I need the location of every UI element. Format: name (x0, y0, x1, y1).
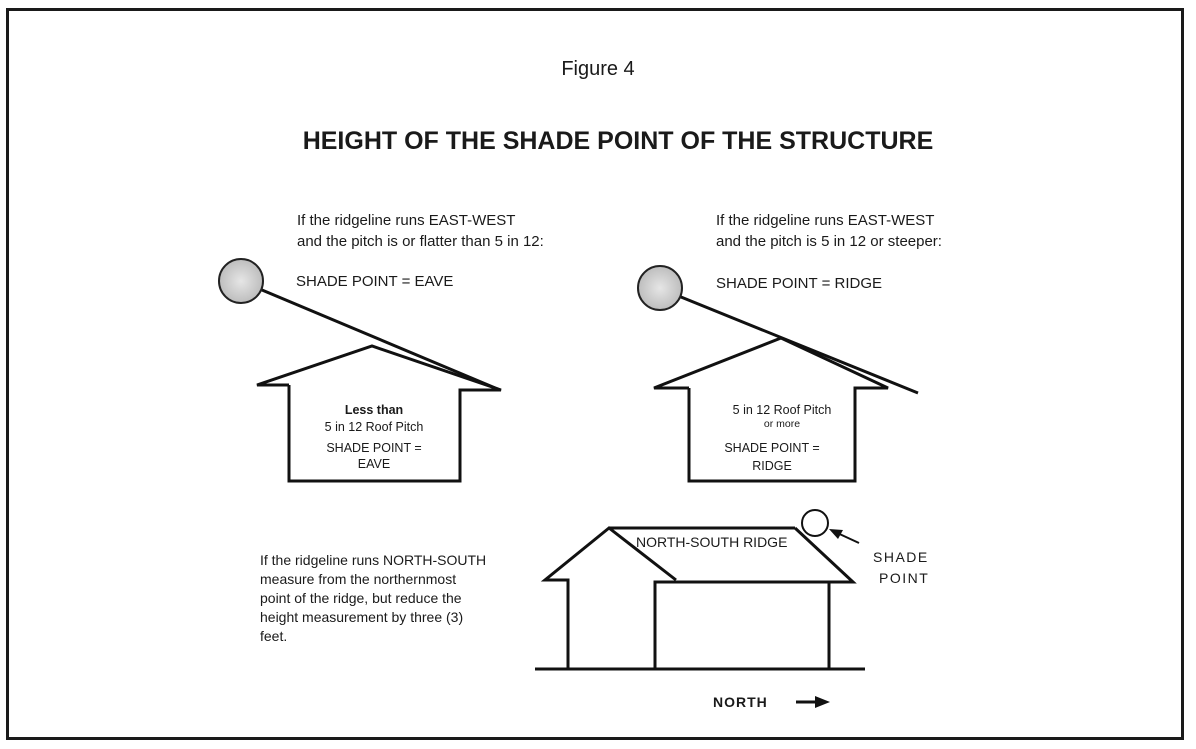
left-house-text-line2: 5 in 12 Roof Pitch (324, 420, 424, 434)
ns-instruction-line5: feet. (260, 628, 288, 644)
left-condition-line1: If the ridgeline runs EAST-WEST (297, 212, 516, 229)
sun-ray-left (261, 288, 501, 392)
shade-point-label-line2: POINT (879, 570, 930, 586)
ns-instruction-line3: point of the ridge, but reduce the (260, 590, 462, 606)
ns-house-right-section (653, 580, 831, 671)
ns-house-right-roof (793, 526, 857, 584)
ns-instruction-line1: If the ridgeline runs NORTH-SOUTH (260, 552, 487, 568)
ns-instruction-line2: measure from the northernmost (260, 571, 457, 587)
ns-instruction-line4: height measurement by three (3) (260, 609, 464, 625)
figure-label: Figure 4 (561, 58, 635, 80)
right-house-text-line1: 5 in 12 Roof Pitch (732, 403, 832, 417)
house-right-outline (653, 336, 889, 483)
ns-ridge-label: NORTH-SOUTH RIDGE (636, 534, 788, 550)
shade-point-arrow-head (829, 529, 843, 539)
left-house-text-line1: Less than (344, 403, 404, 417)
right-house-text-line4: RIDGE (752, 459, 792, 473)
right-condition-line1: If the ridgeline runs EAST-WEST (716, 212, 935, 229)
left-result-label: SHADE POINT = EAVE (296, 273, 454, 290)
right-house-text-line3: SHADE POINT = (724, 441, 820, 455)
right-result-label: SHADE POINT = RIDGE (716, 275, 883, 292)
sun-left (218, 258, 264, 304)
ns-house-left-section (540, 526, 677, 669)
north-label: NORTH (713, 694, 768, 710)
right-house-text-line2: or more (763, 418, 801, 430)
north-arrow-head (815, 696, 830, 708)
left-house-text-line3: SHADE POINT = (326, 441, 422, 455)
figure-frame (6, 8, 1184, 740)
left-condition-line2: and the pitch is or flatter than 5 in 12… (297, 233, 544, 250)
house-left-outline (256, 344, 502, 483)
sun-right (637, 265, 683, 311)
shade-point-marker (801, 509, 829, 537)
right-condition-line2: and the pitch is 5 in 12 or steeper: (716, 233, 942, 250)
left-house-text-line4: EAVE (357, 457, 391, 471)
shade-point-label-line1: SHADE (873, 549, 929, 565)
figure-title: HEIGHT OF THE SHADE POINT OF THE STRUCTU… (302, 127, 934, 155)
